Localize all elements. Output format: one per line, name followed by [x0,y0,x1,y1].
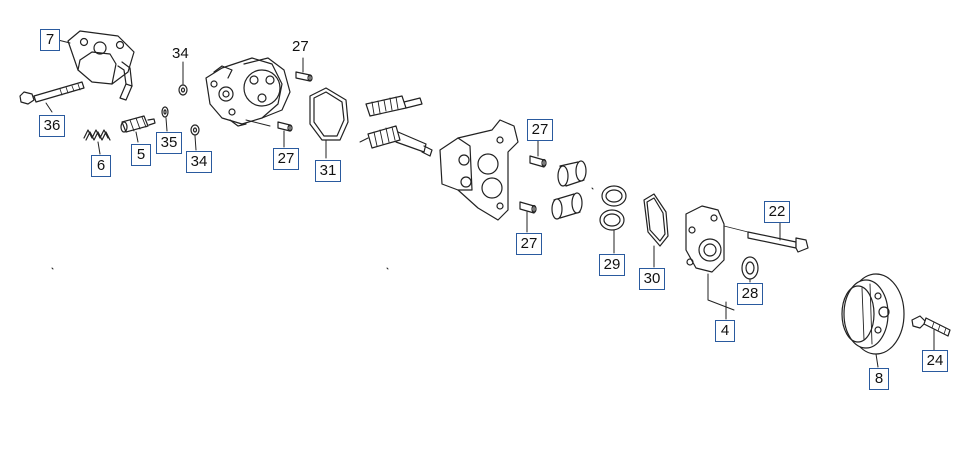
o-ring-part [643,193,669,268]
callout-4[interactable]: 4 [715,320,735,342]
callout-31[interactable]: 31 [315,160,341,182]
callout-35[interactable]: 35 [156,132,182,154]
pump-body-part [439,119,519,221]
callout-6[interactable]: 6 [91,155,111,177]
through-bolt-part [723,221,809,253]
pulley-bolt-part [911,315,951,351]
valve-part [120,115,156,143]
bushing-parts [551,160,587,220]
pulley-part [841,273,905,368]
callout-27-unboxed: 27 [292,38,309,55]
spring-part [83,129,111,155]
gasket-part [309,87,349,159]
callout-34-unboxed: 34 [172,45,189,62]
washer-parts [161,61,200,151]
rear-housing-part [685,205,735,320]
seal-ring-part [599,185,627,254]
callout-5[interactable]: 5 [131,144,151,166]
pump-housing-part [205,57,291,127]
oil-seal-part [741,256,759,283]
callout-8[interactable]: 8 [869,368,889,390]
callout-30[interactable]: 30 [639,268,665,290]
callout-27[interactable]: 27 [527,119,553,141]
scan-marks [51,187,594,270]
callout-22[interactable]: 22 [764,201,790,223]
callout-24[interactable]: 24 [922,350,948,372]
callout-27[interactable]: 27 [516,233,542,255]
callout-34[interactable]: 34 [186,151,212,173]
callout-36[interactable]: 36 [39,115,65,137]
dowel-pin-parts [277,57,547,233]
long-bolt-part [19,81,85,113]
callout-29[interactable]: 29 [599,254,625,276]
outlet-cover-part [57,30,135,101]
callout-7[interactable]: 7 [40,29,60,51]
callout-27[interactable]: 27 [273,148,299,170]
gear-shaft-parts [359,95,433,157]
callout-28[interactable]: 28 [737,283,763,305]
